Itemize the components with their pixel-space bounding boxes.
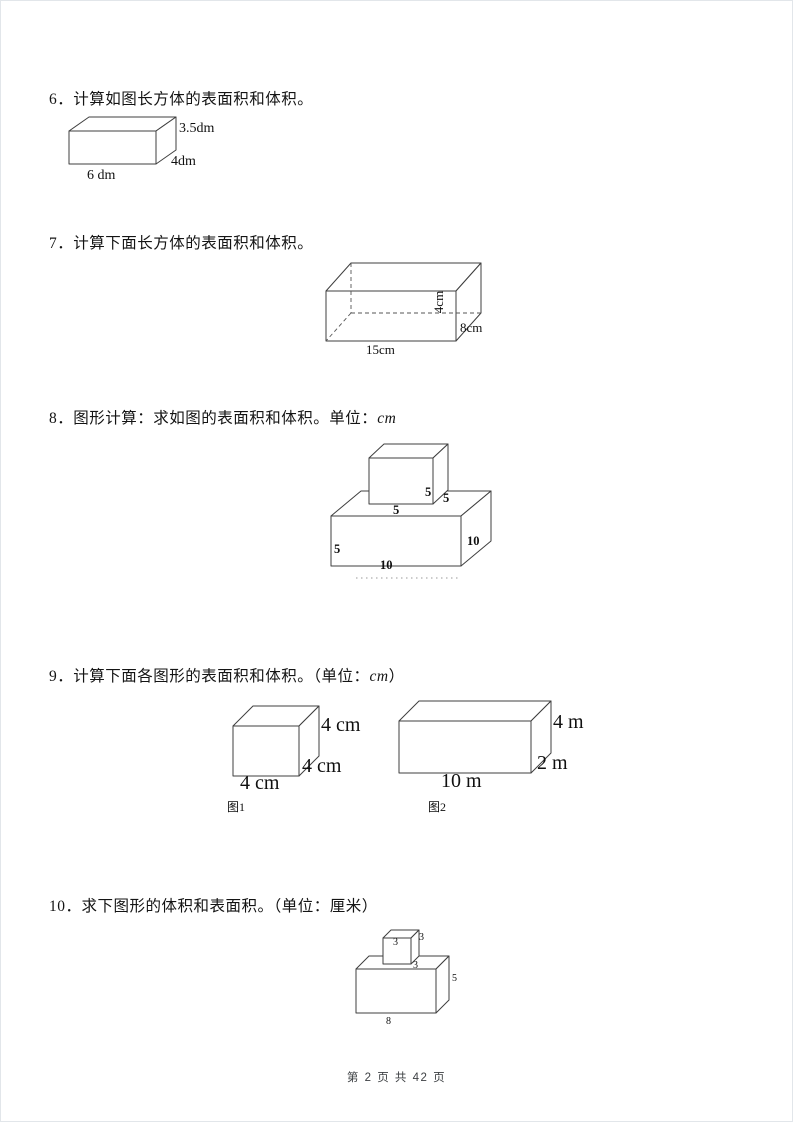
- upper-width-label: 5: [393, 503, 399, 517]
- cuboid-front-face: [398, 720, 532, 774]
- cuboid-top-face: [325, 262, 482, 292]
- base-cuboid-front-face: [355, 968, 437, 1014]
- page-footer: 第 2 页 共 42 页: [346, 1072, 447, 1084]
- question-9-figure-2: 4 m 2 m 10 m 图2: [398, 700, 584, 814]
- depth-label: 4 cm: [302, 755, 342, 777]
- upper-height-label: 5: [425, 485, 431, 499]
- cube-top-label: 3: [393, 937, 398, 948]
- height-label: 3.5dm: [179, 121, 215, 136]
- height-label: 4cm: [431, 291, 446, 313]
- question-9-unit: cm: [369, 668, 389, 685]
- box-width-label: 8: [386, 1016, 391, 1027]
- height-label: 4 cm: [321, 714, 361, 736]
- question-10-figure: 3 3 3 5 8: [355, 929, 457, 1027]
- question-10-title: 10．求下图形的体积和表面积。（单位：厘米）: [49, 898, 378, 915]
- hidden-edge-depth: [325, 312, 352, 342]
- question-9-title-suffix: ）: [388, 668, 405, 685]
- question-6-figure: 3.5dm 4dm 6 dm: [68, 116, 215, 183]
- question-9-figure-1: 4 cm 4 cm 4 cm 图1: [227, 705, 361, 814]
- question-9-title: 9．计算下面各图形的表面积和体积。（单位：cm）: [49, 664, 405, 686]
- question-7-figure: 4cm 8cm 15cm: [325, 262, 482, 357]
- cube-depth-label: 3: [419, 932, 424, 943]
- question-8-title-text: 8．图形计算：求如图的表面积和体积。单位：: [49, 410, 378, 427]
- question-6-title: 6．计算如图长方体的表面积和体积。: [49, 91, 314, 108]
- question-8-figure: 5 5 5 5 10 10: [330, 443, 492, 579]
- question-9-title-text: 9．计算下面各图形的表面积和体积。（单位：: [49, 668, 370, 685]
- cuboid-top-face: [398, 700, 552, 722]
- figure-1-caption: 图1: [227, 800, 245, 814]
- width-label: 10 m: [441, 770, 482, 792]
- upper-depth-label: 5: [443, 491, 449, 505]
- small-cube-front-face: [382, 937, 412, 965]
- cube-front-face: [232, 725, 300, 777]
- upper-cuboid-front-face: [368, 457, 434, 505]
- cuboid-front-face: [68, 130, 157, 165]
- question-8-title: 8．图形计算：求如图的表面积和体积。单位：cm: [49, 406, 396, 428]
- cube-bottom-label: 3: [413, 960, 418, 971]
- cuboid-front-face: [325, 290, 457, 342]
- question-8-unit: cm: [377, 410, 397, 427]
- width-label: 6 dm: [87, 168, 116, 183]
- base-width-label: 10: [380, 558, 393, 572]
- base-height-label: 5: [334, 542, 340, 556]
- base-depth-label: 10: [467, 534, 480, 548]
- depth-label: 4dm: [171, 154, 196, 169]
- width-label: 4 cm: [240, 772, 280, 794]
- figure-2-caption: 图2: [428, 800, 446, 814]
- base-cuboid-front-face: [330, 515, 462, 567]
- depth-label: 8cm: [460, 320, 482, 335]
- depth-label: 2 m: [537, 752, 568, 774]
- width-label: 15cm: [366, 342, 395, 357]
- question-7-title: 7．计算下面长方体的表面积和体积。: [49, 235, 314, 252]
- box-height-label: 5: [452, 973, 457, 984]
- height-label: 4 m: [553, 711, 584, 733]
